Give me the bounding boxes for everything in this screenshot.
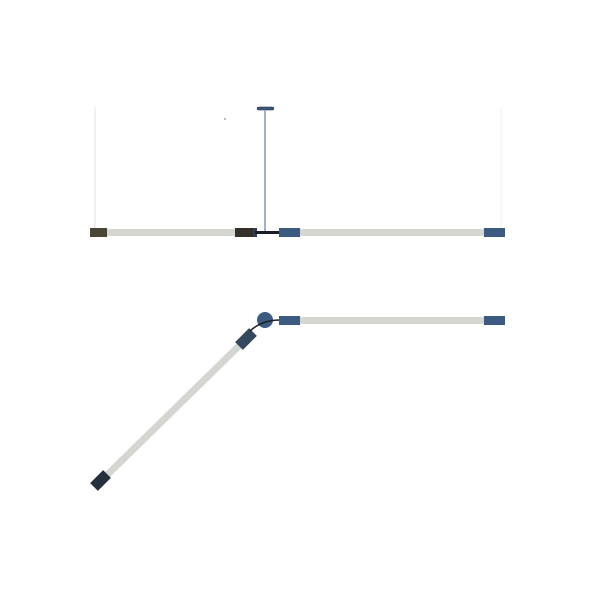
end-cap-right bbox=[484, 228, 505, 237]
light-tube-right bbox=[300, 229, 484, 236]
angled-view-lamp bbox=[90, 312, 505, 491]
ceiling-canopy bbox=[256, 106, 275, 111]
light-tube-left bbox=[105, 229, 237, 236]
front-view-lamp bbox=[90, 106, 505, 237]
joint-connector bbox=[255, 231, 279, 234]
end-cap-diagonal-bottom bbox=[90, 470, 111, 491]
pivot-joint bbox=[257, 312, 273, 328]
joint-wire bbox=[249, 319, 281, 332]
end-cap-left bbox=[90, 228, 107, 237]
end-cap-horizontal bbox=[484, 316, 505, 325]
end-cap-diagonal-top bbox=[235, 328, 257, 350]
center-cap-left bbox=[235, 228, 255, 237]
wire-mark bbox=[224, 118, 226, 120]
center-cap-horizontal bbox=[279, 316, 300, 325]
light-tube-diagonal bbox=[101, 340, 245, 481]
light-tube-horizontal bbox=[300, 317, 484, 324]
center-cap-right bbox=[279, 228, 300, 237]
